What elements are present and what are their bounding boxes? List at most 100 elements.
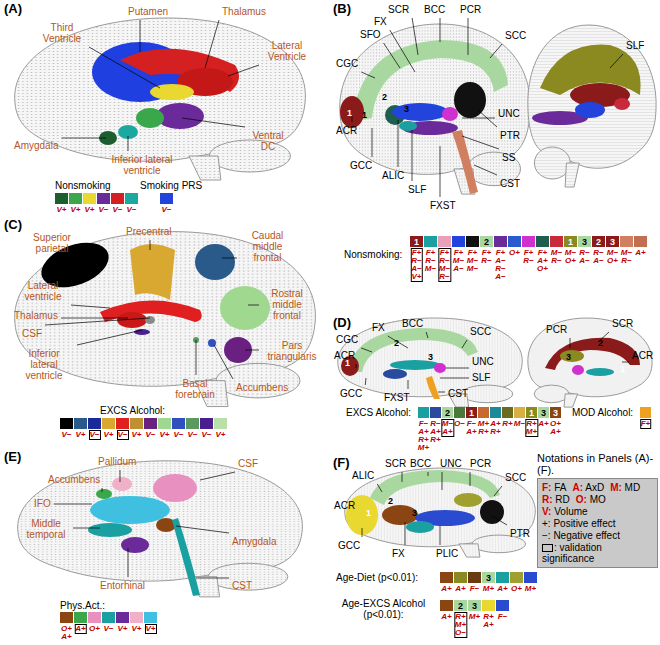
leader-line bbox=[365, 378, 367, 385]
brain-structure bbox=[352, 40, 508, 122]
effect-code: V+ bbox=[131, 625, 141, 633]
effect-code: O+ bbox=[509, 249, 520, 257]
legend-swatch bbox=[69, 193, 82, 204]
effect-code: A+ bbox=[635, 249, 645, 257]
legend-swatch bbox=[418, 407, 429, 418]
legend-swatch bbox=[55, 193, 68, 204]
effect-code: A+ bbox=[455, 585, 465, 593]
region-label: Caudal middle frontal bbox=[240, 230, 295, 263]
leader-line bbox=[440, 146, 441, 197]
region-label: Basal forebrain bbox=[172, 378, 218, 400]
legend-swatch bbox=[130, 418, 143, 429]
legend-swatch bbox=[454, 407, 465, 418]
panel-letter: (E) bbox=[4, 450, 21, 464]
effect-code: F+ A+ O+ bbox=[537, 249, 548, 273]
tract-label: GCC bbox=[340, 388, 362, 399]
region-label: Ventral DC bbox=[248, 130, 288, 152]
group-label: EXCS Alcohol: bbox=[346, 407, 411, 418]
leader-line bbox=[214, 345, 233, 379]
legend-swatch bbox=[74, 418, 87, 429]
leader-line bbox=[492, 516, 507, 525]
legend-swatch bbox=[478, 407, 489, 418]
leader-line bbox=[622, 362, 629, 363]
region-label: Third Ventricle bbox=[38, 22, 86, 44]
tract-label: SLF bbox=[472, 372, 490, 383]
effect-code: V+ bbox=[145, 625, 155, 633]
tract-label: SFO bbox=[360, 29, 381, 40]
leader-line bbox=[45, 318, 150, 325]
brain-structure bbox=[195, 244, 235, 280]
leader-line bbox=[128, 548, 129, 577]
brain-structure bbox=[572, 365, 584, 375]
leader-line bbox=[490, 44, 502, 58]
tract-label: ACR bbox=[334, 500, 355, 511]
effect-code: V− bbox=[89, 431, 99, 439]
notation-entry: M: MD bbox=[610, 482, 640, 493]
brain-structure bbox=[340, 24, 530, 194]
region-label: Lateral Ventricle bbox=[262, 40, 312, 62]
leader-line bbox=[222, 258, 237, 259]
brain-structure bbox=[338, 318, 522, 407]
region-label: CST bbox=[232, 580, 252, 591]
legend-swatch bbox=[144, 418, 157, 429]
leader-line bbox=[474, 165, 497, 175]
brain-structure bbox=[345, 468, 535, 557]
legend-swatch bbox=[514, 407, 525, 418]
region-label: CSF bbox=[238, 458, 258, 469]
callout-number: 3 bbox=[582, 237, 587, 247]
tract-label: SLF bbox=[626, 40, 644, 51]
region-label: Thalamus bbox=[14, 310, 58, 321]
brain-structure bbox=[406, 521, 434, 533]
group-label: Nonsmoking bbox=[55, 180, 111, 191]
effect-code: R+ A+ bbox=[483, 613, 493, 629]
region-label: Accumbens bbox=[236, 382, 288, 393]
leader-line bbox=[196, 340, 197, 375]
brain-structure bbox=[399, 121, 417, 131]
tract-label: SCC bbox=[505, 30, 526, 41]
panel-heading: Notations in Panels (A)-(F). bbox=[537, 452, 658, 476]
notation-entry: +: Positive effect bbox=[542, 518, 653, 529]
leader-line bbox=[494, 486, 502, 496]
region-label: IFO bbox=[34, 498, 51, 509]
callout-number: 2 bbox=[394, 338, 399, 348]
effect-code: V+ bbox=[131, 431, 141, 439]
brain-structure bbox=[586, 368, 614, 376]
leader-line bbox=[200, 472, 235, 480]
group-label: Smoking PRS bbox=[140, 180, 202, 191]
callout-number: 1 bbox=[568, 237, 573, 247]
legend-swatch bbox=[550, 236, 563, 247]
callout-number: 3 bbox=[610, 237, 615, 247]
effect-code: V+ bbox=[215, 431, 225, 439]
tract-label: ALIC bbox=[352, 470, 374, 481]
legend-swatch bbox=[522, 236, 535, 247]
callout-number: 3 bbox=[486, 573, 491, 583]
callout-number: 1 bbox=[347, 108, 352, 118]
effect-code: V+ bbox=[103, 431, 113, 439]
effect-code: M− bbox=[514, 420, 525, 428]
leader-line bbox=[570, 338, 571, 348]
brain-structure bbox=[145, 316, 155, 324]
effect-code: V− bbox=[98, 206, 108, 214]
effect-code: F+ M− M− bbox=[467, 249, 478, 273]
legend-swatch bbox=[452, 236, 465, 247]
brain-structure bbox=[18, 461, 303, 597]
region-label: CSF bbox=[22, 328, 42, 339]
leader-line bbox=[77, 330, 142, 345]
legend-swatch bbox=[468, 572, 481, 583]
tract-label: SS bbox=[502, 152, 515, 163]
legend-swatch bbox=[502, 407, 513, 418]
effect-code: F+ R− M− bbox=[425, 249, 436, 273]
region-label: Amygdala bbox=[14, 140, 58, 151]
tract-label: CST bbox=[448, 388, 468, 399]
tract-label: PCR bbox=[460, 4, 481, 15]
legend-swatch bbox=[482, 600, 495, 611]
legend-swatch bbox=[83, 193, 96, 204]
effect-code: V− bbox=[61, 431, 71, 439]
callout-number: 1 bbox=[529, 408, 534, 418]
legend-swatch bbox=[200, 418, 213, 429]
callout-number: 3 bbox=[566, 352, 571, 362]
legend-swatch bbox=[536, 236, 549, 247]
brain-structure bbox=[15, 18, 306, 180]
effect-code: V− bbox=[187, 431, 197, 439]
